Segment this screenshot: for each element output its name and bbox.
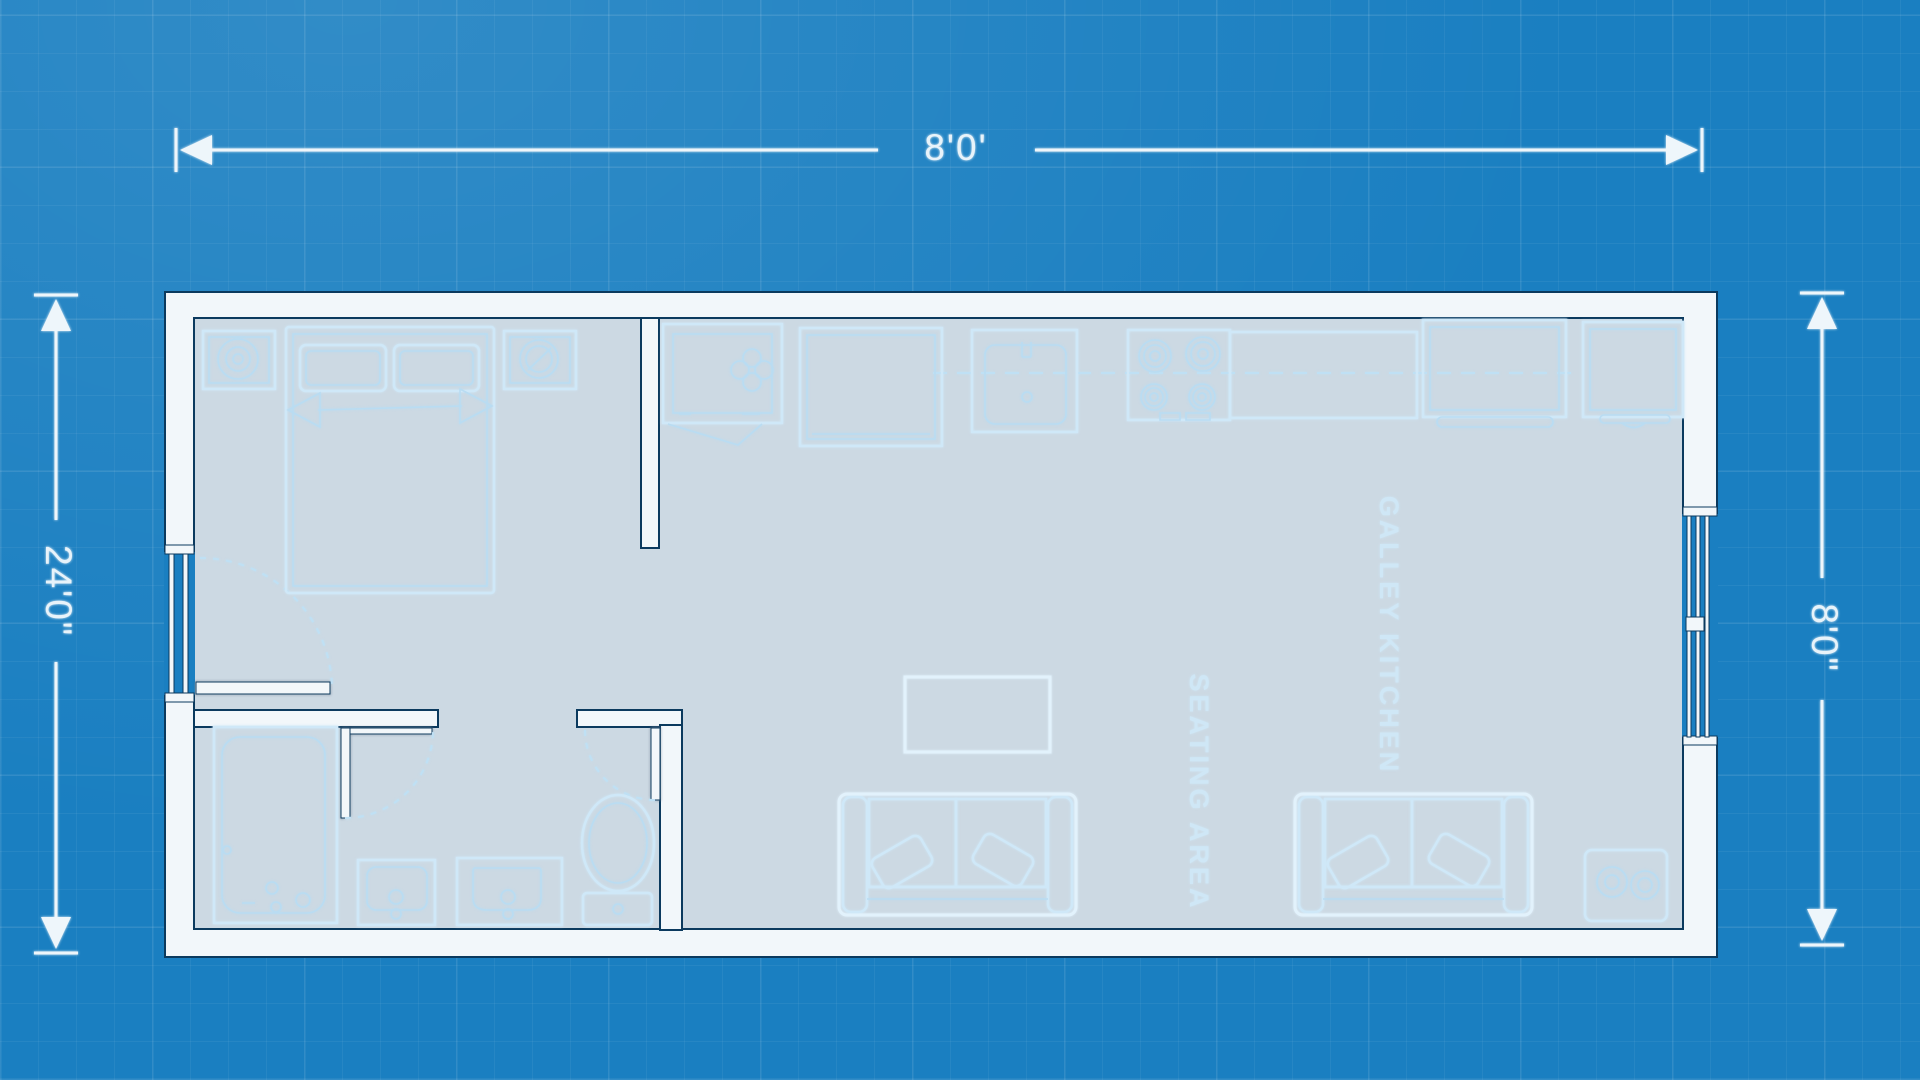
bathtub xyxy=(212,725,339,925)
arrow-down-icon xyxy=(41,917,71,949)
double-bed xyxy=(284,325,496,595)
nightstand-clock xyxy=(502,329,578,391)
kitchen-sink xyxy=(970,328,1079,434)
nightstand-lamp xyxy=(201,329,277,391)
entry-door-jamb-bottom xyxy=(164,692,195,703)
faucet-icon xyxy=(500,889,516,905)
dim-label-length: 24'0" xyxy=(38,545,79,637)
vent-cabinet xyxy=(661,322,784,446)
upper-cabinet-2 xyxy=(1581,320,1685,429)
entry-door xyxy=(195,557,333,695)
vanity-sink-2 xyxy=(455,856,564,927)
burner-icons xyxy=(1138,336,1221,411)
toilet-room-wall xyxy=(659,724,683,931)
dimension-right: 8'0" xyxy=(1800,291,1845,947)
arrow-left-icon xyxy=(180,135,212,165)
arrow-down-icon xyxy=(1807,909,1837,941)
coffee-table xyxy=(903,675,1052,754)
entry-door-jamb-top xyxy=(164,544,195,555)
room-label-galley-kitchen: GALLEY KITCHEN xyxy=(1374,496,1404,775)
speaker-icon xyxy=(1596,866,1660,900)
drain-icon xyxy=(1021,391,1033,403)
lamp-icon xyxy=(217,338,259,380)
arrow-up-icon xyxy=(1807,297,1837,329)
entry-door-frame-line-1 xyxy=(168,553,175,694)
tub-faucet-icon xyxy=(265,881,279,895)
room-label-seating-area: SEATING AREA xyxy=(1184,673,1214,910)
toilet xyxy=(580,793,656,927)
window-jamb-top xyxy=(1682,506,1718,517)
bathroom-door-leaf xyxy=(340,727,351,819)
arrow-right-icon xyxy=(1666,135,1698,165)
cabinet-handle xyxy=(1436,416,1554,428)
bathroom-wall-left xyxy=(193,709,439,728)
refrigerator xyxy=(798,326,944,448)
entry-door-leaf xyxy=(195,681,331,695)
bathroom-door-closed-line xyxy=(349,727,433,735)
window-sash-3 xyxy=(1704,515,1710,738)
open-flap xyxy=(667,423,763,446)
floor xyxy=(193,317,1684,930)
bed-pillow-left xyxy=(298,343,388,393)
bed-pillow-right xyxy=(392,343,481,393)
kitchen-divider-wall xyxy=(640,317,660,549)
upper-cabinet-1 xyxy=(1421,318,1568,428)
arrow-up-icon xyxy=(41,299,71,331)
media-unit xyxy=(1583,848,1669,923)
cabinet-knob xyxy=(1621,422,1646,429)
oven-handle xyxy=(1159,412,1181,421)
toilet-door-leaf xyxy=(650,727,661,801)
bathroom-wall-right xyxy=(576,709,683,728)
fan-icon xyxy=(730,348,774,392)
flush-button xyxy=(612,903,624,915)
toilet-door xyxy=(584,727,661,801)
entry-door-frame-line-2 xyxy=(182,553,189,694)
vanity-sink-1 xyxy=(356,858,437,927)
bed-width-arrow xyxy=(286,387,494,429)
bathroom-door xyxy=(340,727,434,819)
kitchen-counter xyxy=(1228,330,1419,420)
clock-icon xyxy=(519,339,559,379)
dim-label-width: 8'0' xyxy=(924,127,987,168)
faucet-icon xyxy=(388,889,404,905)
openings xyxy=(164,506,1718,746)
dim-label-height: 8'0" xyxy=(1804,603,1845,672)
window-meeting-rail xyxy=(1685,616,1705,632)
dimension-top: 8'0' xyxy=(174,127,1704,172)
faucet-icon xyxy=(1021,342,1032,358)
dimension-left: 24'0" xyxy=(34,293,79,955)
